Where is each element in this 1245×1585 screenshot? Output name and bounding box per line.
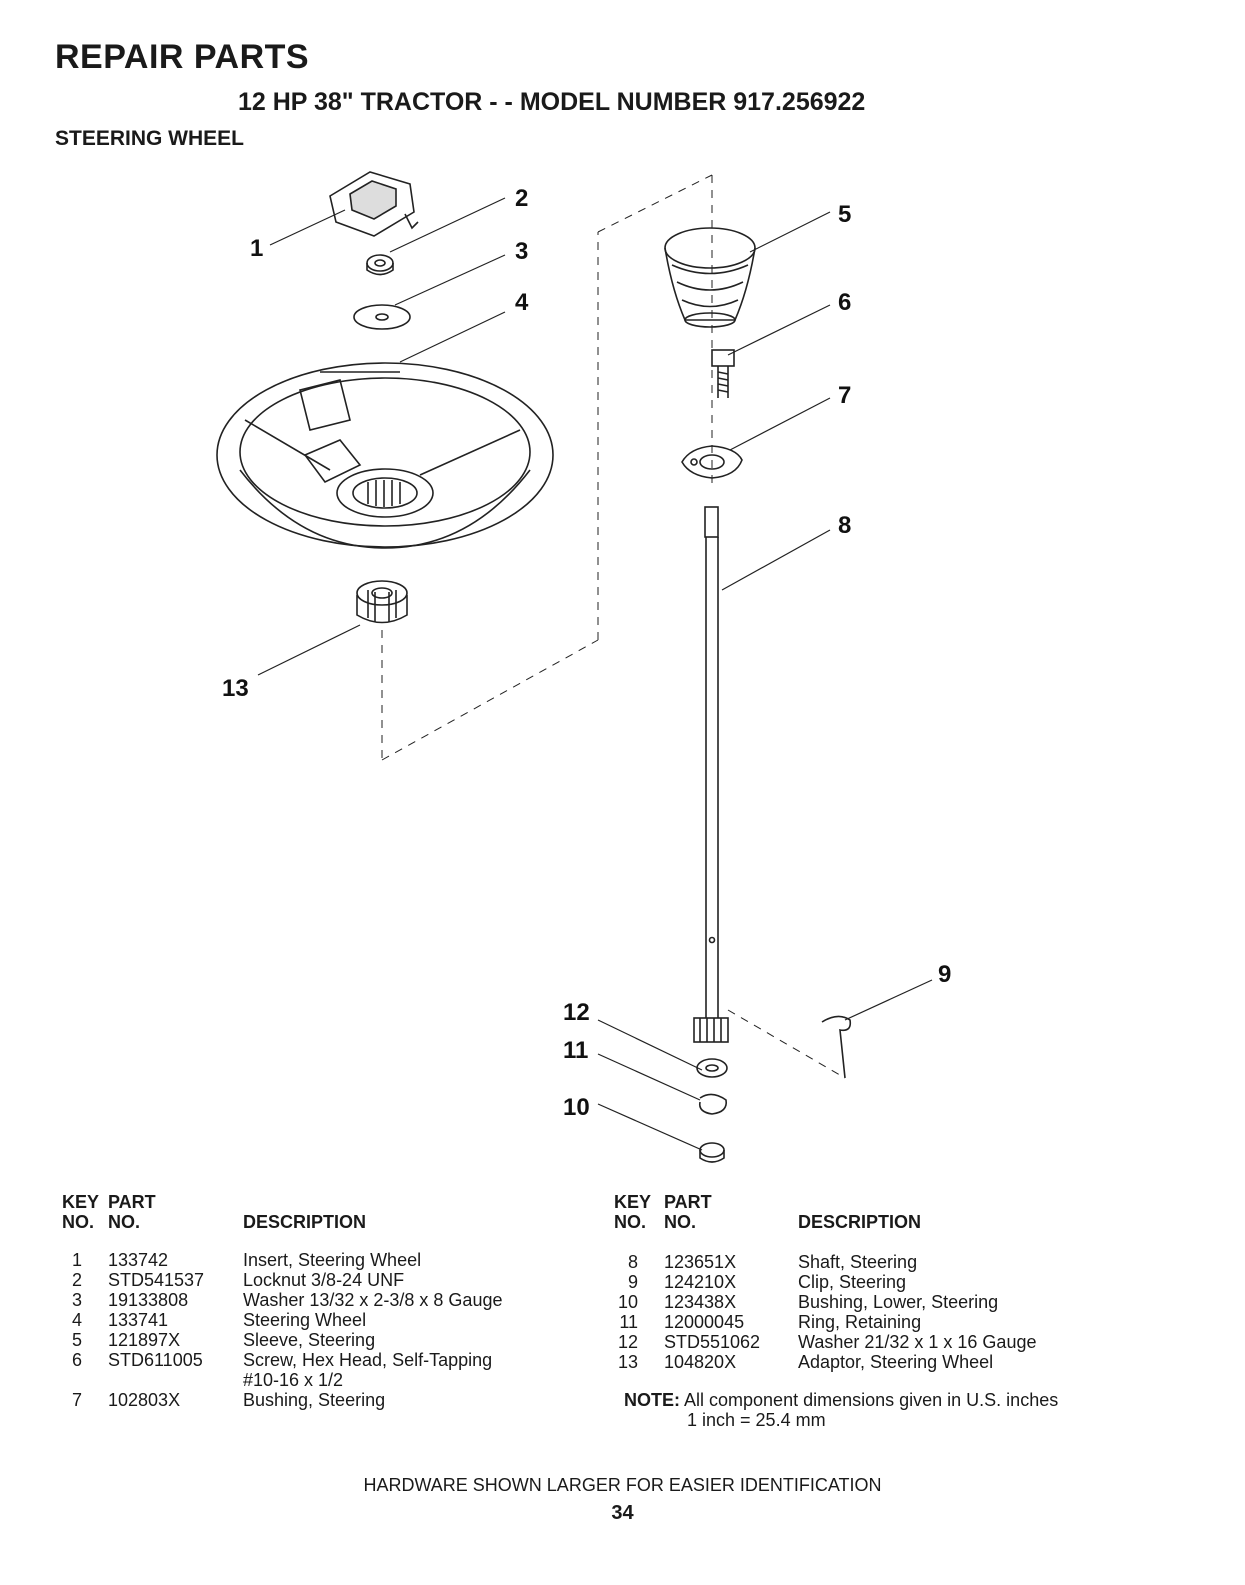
key-no: 12 [617,1332,638,1352]
key-no: 13 [617,1352,638,1372]
part-locknut [366,254,394,276]
note-line-1: All component dimensions given in U.S. i… [684,1390,1059,1410]
part-no: 123651X [664,1252,737,1272]
part-steering-wheel [216,362,554,549]
part-description: Clip, Steering [798,1272,907,1292]
callout-11: 11 [563,1037,588,1064]
part-sleeve [664,227,756,328]
callout-8: 8 [838,512,851,539]
key-no: 6 [71,1350,82,1370]
part-adaptor [356,580,408,624]
callout-7: 7 [838,382,851,409]
right-part-header-1: PART [664,1192,712,1212]
part-no: 123438X [664,1292,737,1312]
part-clip [821,1015,852,1079]
key-no: 1 [71,1250,82,1270]
part-no: 133741 [108,1310,169,1330]
part-description: Locknut 3/8-24 UNF [243,1270,405,1290]
part-insert-steering-wheel [329,171,419,237]
callout-13: 13 [222,675,249,702]
part-washer [353,304,411,330]
part-description: Ring, Retaining [798,1312,922,1332]
part-no: 121897X [108,1330,181,1350]
part-no: 12000045 [664,1312,745,1332]
part-description: Screw, Hex Head, Self-Tapping [243,1350,493,1370]
part-description: Steering Wheel [243,1310,367,1330]
exploded-parts-diagram: 1 2 3 4 5 6 7 8 9 10 11 12 13 [216,171,951,1163]
part-description: Washer 21/32 x 1 x 16 Gauge [798,1332,1037,1352]
dimension-note: NOTE: All component dimensions given in … [624,1390,1058,1430]
part-no: 104820X [664,1352,737,1372]
part-description-continued: #10-16 x 1/2 [243,1370,344,1390]
part-lower-bushing [699,1142,725,1163]
key-no: 3 [71,1290,82,1310]
part-description: Insert, Steering Wheel [243,1250,422,1270]
callout-4: 4 [515,289,529,316]
part-no: 133742 [108,1250,169,1270]
part-no: 102803X [108,1390,181,1410]
left-key-header-2: NO. [62,1212,95,1232]
part-no: 124210X [664,1272,737,1292]
key-no: 11 [619,1312,638,1332]
callout-12: 12 [563,999,590,1026]
left-part-header-2: NO. [108,1212,141,1232]
callout-6: 6 [838,289,851,316]
part-description: Adaptor, Steering Wheel [798,1352,994,1372]
callout-2: 2 [515,185,528,212]
callout-9: 9 [938,961,951,988]
part-no: STD541537 [108,1270,205,1290]
part-no: STD551062 [664,1332,761,1352]
page-number: 34 [611,1502,634,1524]
section-heading: STEERING WHEEL [55,127,245,150]
key-no: 5 [71,1330,82,1350]
part-no: 19133808 [108,1290,189,1310]
part-washer-small [696,1058,728,1078]
left-key-header-1: KEY [62,1192,100,1212]
part-description: Bushing, Lower, Steering [798,1292,999,1312]
part-description: Bushing, Steering [243,1390,386,1410]
key-no: 4 [71,1310,82,1330]
part-retaining-ring [698,1093,728,1115]
key-no: 8 [627,1252,638,1272]
part-gear-washer [693,1017,729,1043]
part-screw [711,349,735,398]
right-key-header-2: NO. [614,1212,647,1232]
left-desc-header: DESCRIPTION [243,1212,367,1232]
model-subtitle: 12 HP 38" TRACTOR - - MODEL NUMBER 917.2… [238,88,866,116]
part-description: Shaft, Steering [798,1252,918,1272]
part-no: STD611005 [108,1350,203,1370]
right-part-header-2: NO. [664,1212,697,1232]
note-line-2: 1 inch = 25.4 mm [687,1410,826,1430]
key-no: 10 [617,1292,638,1312]
callout-10: 10 [563,1094,590,1121]
callout-1: 1 [250,235,263,262]
callout-5: 5 [838,201,851,228]
right-key-header-1: KEY [614,1192,652,1212]
part-shaft [704,506,719,1018]
key-no: 7 [71,1390,82,1410]
key-no: 9 [627,1272,638,1292]
left-part-header-1: PART [108,1192,156,1212]
callout-3: 3 [515,238,528,265]
key-no: 2 [71,1270,82,1290]
hardware-note: HARDWARE SHOWN LARGER FOR EASIER IDENTIF… [363,1475,882,1495]
note-label: NOTE: [624,1390,680,1410]
part-description: Sleeve, Steering [243,1330,376,1350]
page-title: REPAIR PARTS [55,38,310,76]
part-description: Washer 13/32 x 2-3/8 x 8 Gauge [243,1290,503,1310]
right-desc-header: DESCRIPTION [798,1212,922,1232]
